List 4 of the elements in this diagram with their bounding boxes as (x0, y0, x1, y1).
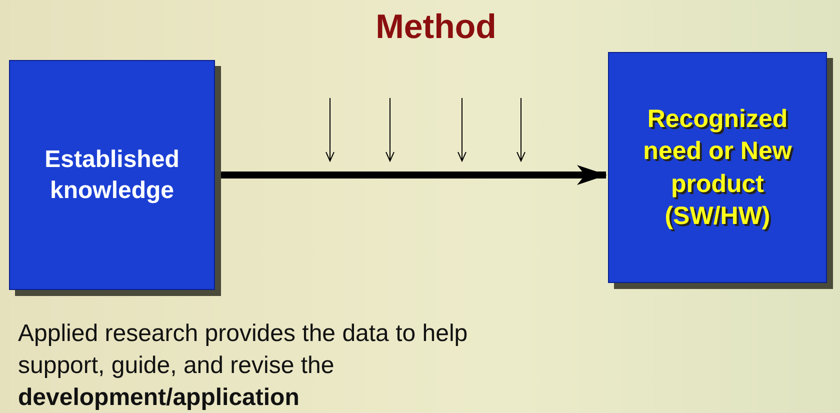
diagram-title: Method (374, 8, 498, 47)
caption: Applied research provides the data to help support, guide, and revise the development/application (18, 319, 469, 413)
node-label: Established knowledge (44, 144, 180, 206)
node-label: Recognized need or New product (SW/HW) (642, 104, 793, 232)
